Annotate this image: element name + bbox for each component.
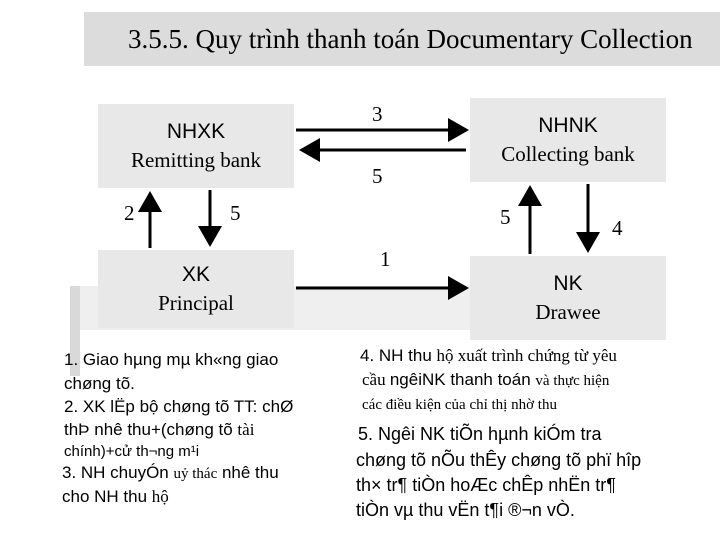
note-1-line-2: chøng tõ. bbox=[64, 374, 135, 393]
box-remitting-bank-short: NHXK bbox=[166, 120, 226, 143]
note-3-line-2-part-1: cho NH thu bbox=[62, 487, 152, 506]
box-principal-short: XK bbox=[181, 263, 210, 286]
note-5-line-2: chøng tõ nÕu thÊy chøng tõ phï hîp bbox=[356, 450, 642, 470]
box-drawee: NK Drawee bbox=[470, 256, 666, 340]
note-4-line-3: các điều kiện của chỉ thị nhờ thu bbox=[362, 397, 557, 413]
label-step-2: 2 bbox=[124, 201, 135, 225]
note-4-line-1-part-1: 4. NH thu bbox=[360, 346, 437, 365]
background-panel-left-edge bbox=[70, 286, 80, 376]
box-principal: XK Principal bbox=[98, 250, 294, 328]
note-4-line-2-part-1: cầu bbox=[362, 370, 390, 389]
note-2-line-3: chính)+cử th­¬ng m¹i bbox=[64, 443, 200, 460]
box-remitting-bank-role: Remitting bank bbox=[130, 148, 262, 172]
note-3-line-2-part-2: hộ bbox=[151, 487, 169, 506]
label-step-5-principal: 5 bbox=[230, 201, 241, 225]
note-3-line-1-part-3: nhê thu bbox=[217, 463, 279, 482]
note-2-line-2-part-2: tài bbox=[237, 420, 255, 439]
box-principal-role: Principal bbox=[158, 291, 234, 315]
note-1-line-1: 1. Giao hµng mµ kh«ng giao bbox=[64, 350, 279, 369]
box-collecting-bank: NHNK Collecting bank bbox=[470, 98, 666, 182]
note-3-line-1-part-2: uỷ thác bbox=[173, 466, 218, 482]
note-3-line-1-part-1: 3. NH chuyÓn bbox=[62, 463, 174, 482]
note-2-line-2: thÞ nhê thu+(chøng tõ tài bbox=[64, 419, 254, 440]
label-step-5-drawee: 5 bbox=[500, 205, 511, 229]
note-4-line-2-part-2: ng­êiNK thanh toán bbox=[389, 370, 536, 389]
label-step-4: 4 bbox=[612, 216, 623, 240]
box-collecting-bank-role: Collecting bank bbox=[501, 142, 635, 166]
label-step-3: 3 bbox=[372, 102, 383, 126]
title-bar: 3.5.5. Quy trình thanh toán Documentary … bbox=[84, 12, 720, 66]
note-5-line-1: 5. Ng­êi NK tiÕn hµnh kiÓm tra bbox=[358, 424, 602, 444]
label-step-5-banks: 5 bbox=[372, 164, 383, 188]
label-step-1: 1 bbox=[380, 247, 391, 271]
note-4-line-1: 4. NH thu hộ xuất trình chứng từ yêu bbox=[360, 345, 617, 366]
note-5-line-4: tiÒn vµ thu vËn t¶i ®¬n vÒ. bbox=[356, 500, 575, 520]
note-2-line-1: 2. XK lËp bộ chøng tõ TT: chØ bbox=[64, 397, 294, 416]
page-title: 3.5.5. Quy trình thanh toán Documentary … bbox=[128, 24, 693, 54]
box-drawee-role: Drawee bbox=[535, 300, 601, 324]
note-2-line-2-part-1: thÞ nhê thu+(chøng tõ bbox=[64, 420, 238, 439]
note-3-line-1: 3. NH chuyÓn uỷ thác nhê thu bbox=[62, 462, 279, 485]
box-drawee-short: NK bbox=[553, 272, 583, 295]
note-4-line-2: cầu ng­êiNK thanh toán và thực hiện bbox=[362, 369, 609, 392]
box-collecting-bank-short: NHNK bbox=[538, 114, 598, 137]
note-5-line-3: th× tr¶ tiÒn hoÆc chÊp nhËn tr¶ bbox=[356, 475, 616, 495]
box-remitting-bank: NHXK Remitting bank bbox=[98, 104, 294, 188]
note-3-line-2: cho NH thu hộ bbox=[62, 486, 169, 507]
note-4-line-2-part-3: và thực hiện bbox=[535, 373, 610, 389]
note-4-line-1-part-2: hộ xuất trình chứng từ yêu bbox=[436, 346, 617, 365]
